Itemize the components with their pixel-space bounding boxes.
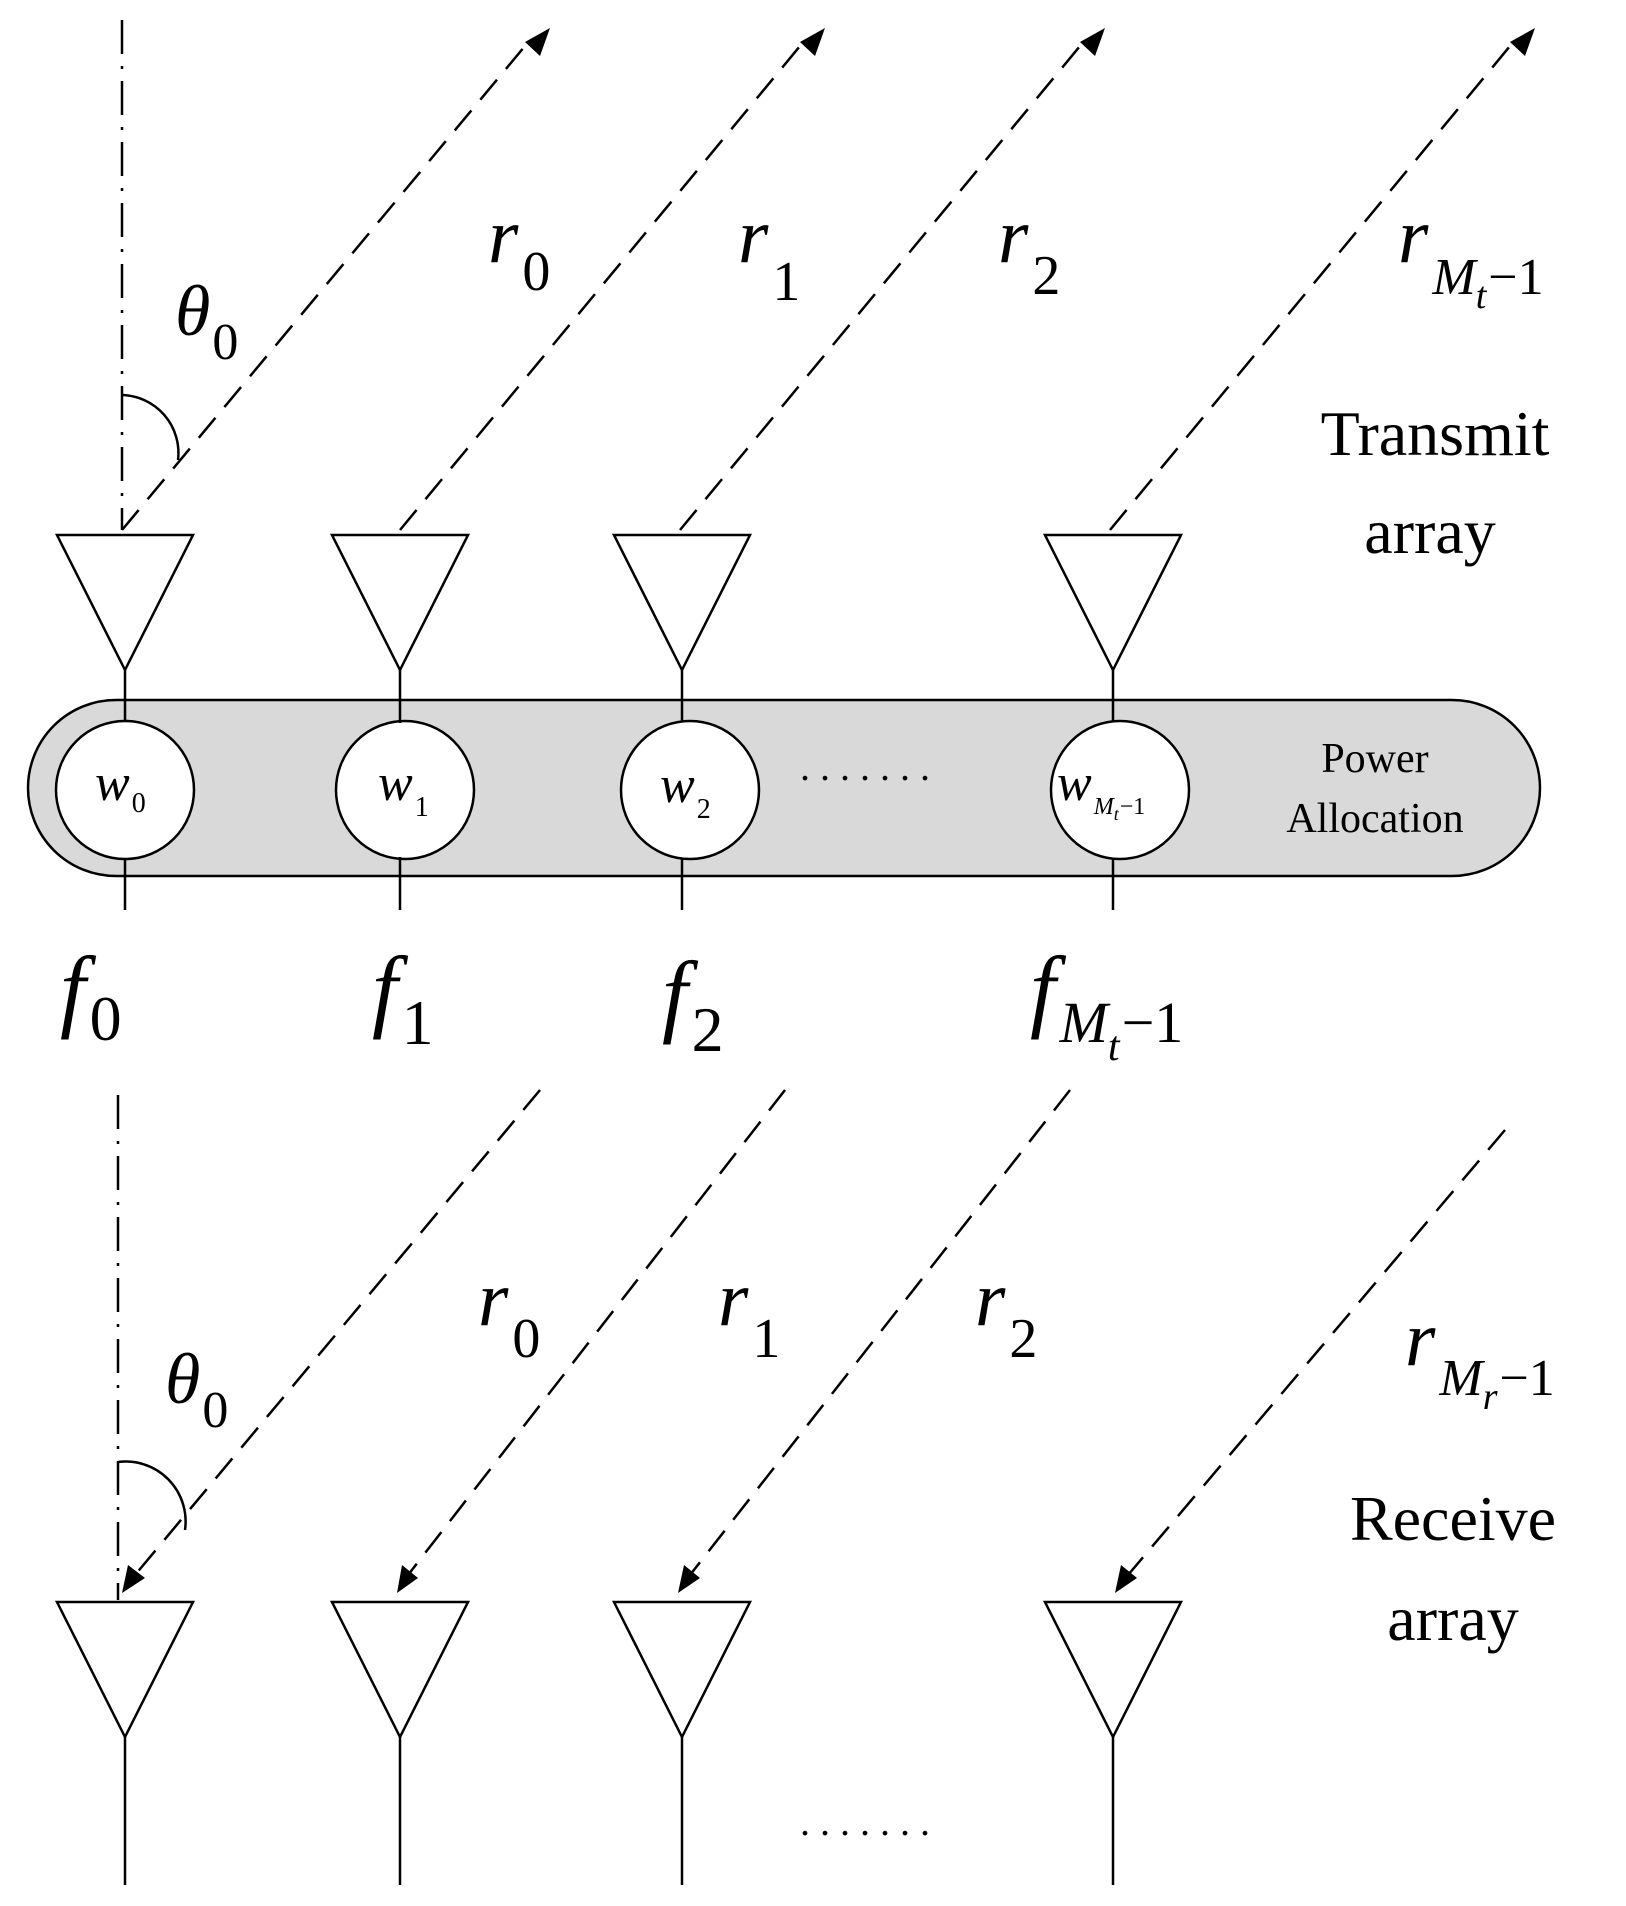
- frequency-labels: f0 f1 f2 fMt−1: [60, 938, 1183, 1070]
- tx-range-label-last: rMt−1: [1398, 192, 1544, 317]
- rx-array-label-line2: array: [1387, 1583, 1518, 1654]
- rx-antennas: [54, 1600, 1184, 1740]
- tx-ray-1: [399, 39, 806, 531]
- receive-array: . . . . . . . θ0 r0 r1 r2 rMr−1 Receive …: [54, 1089, 1556, 1885]
- rx-arrowhead-2: [678, 1565, 700, 1593]
- tx-range-label-0: r0: [488, 192, 550, 303]
- rx-range-label-last: rMr−1: [1405, 1295, 1555, 1418]
- rx-antenna-last: [1042, 1600, 1184, 1740]
- tx-arrowhead-1: [800, 28, 825, 56]
- tx-ray-last: [1109, 39, 1516, 531]
- transmit-array: θ0 r0 r1 r2 rMt−1 Transmit array: [54, 20, 1550, 673]
- tx-array-label-line1: Transmit: [1321, 398, 1550, 469]
- rx-antenna-2: [611, 1600, 753, 1740]
- tx-angle-arc: [121, 393, 180, 461]
- rx-ellipsis: . . . . . . .: [800, 1799, 930, 1844]
- tx-arrowhead-last: [1510, 28, 1535, 56]
- tx-antenna-0: [54, 533, 196, 673]
- weight-circle-last: [1049, 719, 1191, 861]
- freq-label-last: fMt−1: [1030, 938, 1183, 1070]
- rx-range-label-2: r2: [975, 1255, 1037, 1370]
- tx-theta-label: θ0: [175, 271, 238, 371]
- tx-range-label-1: r1: [738, 192, 800, 313]
- weight-label-last: wMt−1: [1057, 755, 1145, 824]
- power-allocation-label-line2: Allocation: [1286, 796, 1463, 842]
- tx-antennas: [54, 533, 1184, 673]
- weight-label-2: w2: [660, 757, 711, 825]
- rx-range-label-0: r0: [478, 1255, 540, 1370]
- weight-label-1: w1: [378, 755, 429, 823]
- rx-arrowhead-0: [122, 1565, 145, 1593]
- rx-arrowhead-1: [397, 1565, 418, 1593]
- weight-ellipsis: . . . . . . .: [800, 744, 930, 789]
- tx-antenna-2: [611, 533, 753, 673]
- weight-label-0: w0: [95, 755, 146, 819]
- rx-ray-last: [1127, 1129, 1506, 1576]
- rx-array-label-line1: Receive: [1350, 1483, 1556, 1554]
- weight-circle-1: [334, 719, 476, 861]
- rx-antenna-0: [54, 1600, 196, 1740]
- tx-arrowhead-0: [525, 28, 550, 56]
- tx-range-label-2: r2: [998, 192, 1060, 307]
- rx-ray-2: [689, 1089, 1071, 1576]
- rx-theta-label: θ0: [165, 1339, 228, 1439]
- freq-label-1: f1: [372, 938, 434, 1058]
- rx-angle-arc: [117, 1460, 187, 1531]
- tx-antenna-last: [1042, 533, 1184, 673]
- power-allocation-label-line1: Power: [1321, 736, 1428, 782]
- freq-label-2: f2: [662, 943, 724, 1065]
- power-allocation-bar: [26, 698, 1542, 878]
- rx-arrowhead-last: [1115, 1565, 1137, 1593]
- tx-array-label-line2: array: [1364, 496, 1495, 567]
- tx-ray-2: [679, 39, 1086, 531]
- tx-antenna-1: [329, 533, 471, 673]
- rx-range-label-1: r1: [718, 1255, 780, 1370]
- tx-ray-0: [121, 39, 531, 531]
- tx-arrowhead-2: [1080, 28, 1105, 56]
- tx-rays: [121, 28, 1535, 531]
- power-allocation: w0 w1 w2 wMt−1 . . . . . . . Power Alloc…: [26, 670, 1542, 910]
- freq-label-0: f0: [60, 938, 122, 1054]
- weight-circle-2: [619, 719, 761, 861]
- rx-ray-1: [407, 1089, 786, 1576]
- rx-rays: [122, 1089, 1506, 1593]
- rx-antenna-1: [329, 1600, 471, 1740]
- rx-ray-0: [134, 1089, 541, 1576]
